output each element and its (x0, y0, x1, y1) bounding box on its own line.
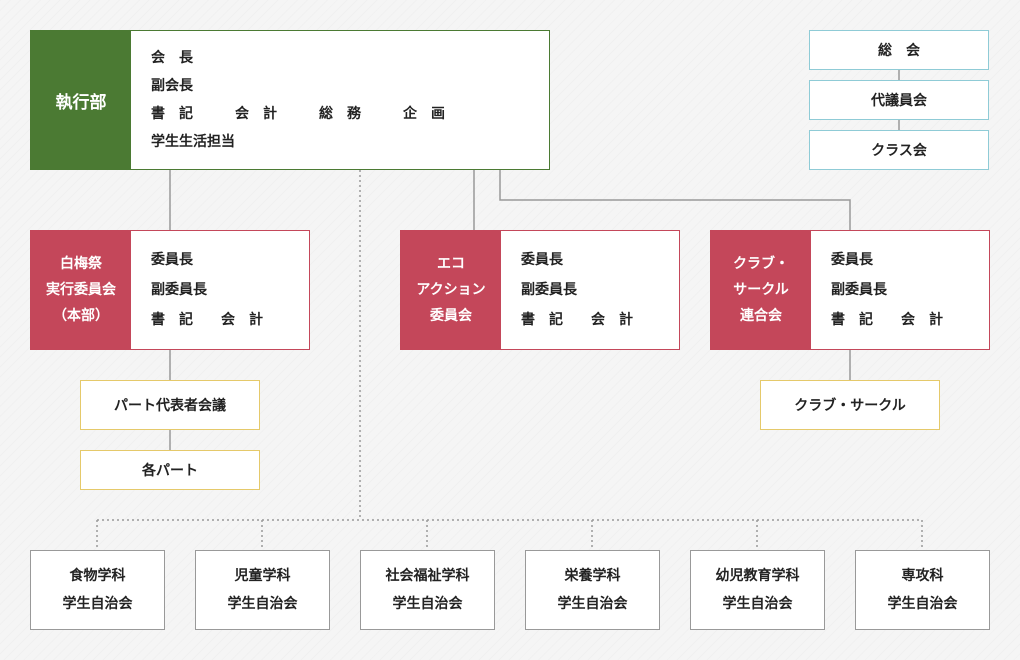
festival-committee-title: 白梅祭 実行委員会 （本部） (31, 231, 131, 349)
clubs-box: クラブ・サークル (760, 380, 940, 430)
dept-council-label: 学生自治会 (887, 596, 958, 612)
executive-role-president: 会 長 (151, 50, 193, 66)
festival-role-officers: 書 記 会 計 (151, 312, 263, 328)
each-part-box: 各パート (80, 450, 260, 490)
eco-committee-roles: 委員長 副委員長 書 記 会 計 (501, 231, 679, 349)
dept-child-council-box: 児童学科 学生自治会 (195, 550, 330, 630)
executive-roles: 会 長 副会長 書 記 会 計 総 務 企 画 学生生活担当 (131, 31, 549, 169)
festival-title-line-3: （本部） (53, 308, 109, 324)
eco-title-line-3: 委員会 (430, 308, 472, 324)
club-federation-title: クラブ・ サークル 連合会 (711, 231, 811, 349)
dept-council-label: 学生自治会 (62, 596, 133, 612)
dept-name: 幼児教育学科 (715, 568, 800, 584)
dept-name: 食物学科 (69, 568, 126, 584)
dept-name: 専攻科 (901, 568, 944, 584)
executive-role-vice-president: 副会長 (151, 78, 193, 94)
delegates-council-box: 代議員会 (809, 80, 989, 120)
dept-council-label: 学生自治会 (227, 596, 298, 612)
festival-committee-roles: 委員長 副委員長 書 記 会 計 (131, 231, 309, 349)
club-role-chair: 委員長 (831, 252, 873, 268)
eco-title-line-2: アクション (416, 282, 486, 298)
eco-title-line-1: エコ (437, 256, 465, 272)
dept-food-council-box: 食物学科 学生自治会 (30, 550, 165, 630)
dept-name: 児童学科 (234, 568, 291, 584)
eco-committee-box: エコ アクション 委員会 委員長 副委員長 書 記 会 計 (400, 230, 680, 350)
dept-council-label: 学生自治会 (557, 596, 628, 612)
executive-role-officers: 書 記 会 計 総 務 企 画 (151, 106, 445, 122)
part-council-box: パート代表者会議 (80, 380, 260, 430)
festival-role-vice-chair: 副委員長 (151, 282, 207, 298)
executive-box: 執行部 会 長 副会長 書 記 会 計 総 務 企 画 学生生活担当 (30, 30, 550, 170)
executive-role-student-life: 学生生活担当 (151, 134, 235, 150)
line-exec-to-club (499, 170, 851, 230)
eco-committee-title: エコ アクション 委員会 (401, 231, 501, 349)
club-federation-box: クラブ・ サークル 連合会 委員長 副委員長 書 記 会 計 (710, 230, 990, 350)
festival-role-chair: 委員長 (151, 252, 193, 268)
club-title-line-1: クラブ・ (733, 256, 789, 272)
eco-role-officers: 書 記 会 計 (521, 312, 633, 328)
dept-nutrition-council-box: 栄養学科 学生自治会 (525, 550, 660, 630)
club-role-officers: 書 記 会 計 (831, 312, 943, 328)
club-title-line-2: サークル (733, 282, 789, 298)
executive-title: 執行部 (31, 31, 131, 169)
festival-title-line-2: 実行委員会 (46, 282, 116, 298)
club-title-line-3: 連合会 (740, 308, 782, 324)
festival-title-line-1: 白梅祭 (60, 256, 102, 272)
dept-name: 社会福祉学科 (385, 568, 470, 584)
dept-advanced-course-council-box: 専攻科 学生自治会 (855, 550, 990, 630)
dept-council-label: 学生自治会 (392, 596, 463, 612)
eco-role-chair: 委員長 (521, 252, 563, 268)
dept-council-label: 学生自治会 (722, 596, 793, 612)
club-role-vice-chair: 副委員長 (831, 282, 887, 298)
festival-committee-box: 白梅祭 実行委員会 （本部） 委員長 副委員長 書 記 会 計 (30, 230, 310, 350)
eco-role-vice-chair: 副委員長 (521, 282, 577, 298)
club-federation-roles: 委員長 副委員長 書 記 会 計 (811, 231, 989, 349)
dept-name: 栄養学科 (564, 568, 621, 584)
general-assembly-box: 総 会 (809, 30, 989, 70)
dept-early-childhood-council-box: 幼児教育学科 学生自治会 (690, 550, 825, 630)
class-council-box: クラス会 (809, 130, 989, 170)
dept-social-welfare-council-box: 社会福祉学科 学生自治会 (360, 550, 495, 630)
